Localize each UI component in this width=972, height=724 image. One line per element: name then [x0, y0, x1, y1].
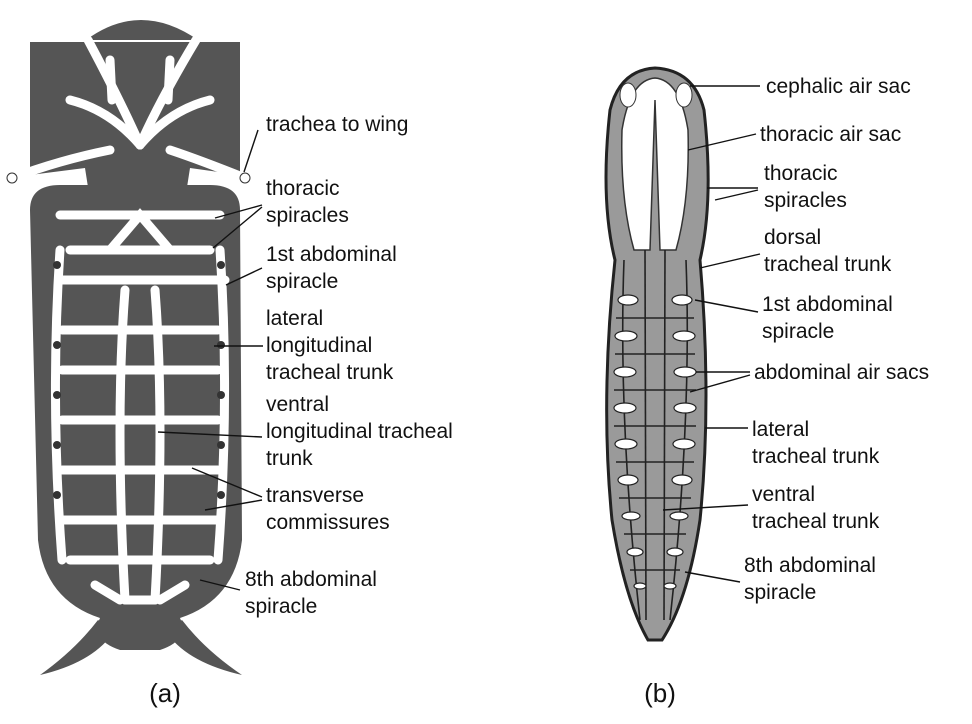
label-b-1st-abdominal-spiracle: 1st abdominal spiracle — [762, 293, 899, 343]
label-lateral-longitudinal-tracheal-trunk: lateral longitudinal tracheal trunk — [266, 307, 394, 384]
label-transverse-commissures: transverse commissures — [266, 484, 390, 534]
label-b-ventral-tracheal-trunk: ventral tracheal trunk — [752, 483, 880, 533]
label-cephalic-air-sac: cephalic air sac — [766, 75, 911, 98]
label-ventral-longitudinal-tracheal-trunk: ventral longitudinal tracheal trunk — [266, 393, 459, 470]
label-b-8th-abdominal-spiracle: 8th abdominal spiracle — [744, 554, 882, 604]
caption-b: (b) — [644, 678, 676, 708]
label-b-thoracic-spiracles: thoracic spiracles — [764, 162, 847, 212]
label-thoracic-air-sac: thoracic air sac — [760, 123, 901, 146]
label-dorsal-tracheal-trunk: dorsal tracheal trunk — [764, 226, 892, 276]
label-trachea-to-wing: trachea to wing — [266, 113, 408, 136]
panel-b-labels: cephalic air sac thoracic air sac thorac… — [744, 75, 929, 604]
panel-a-illustration — [7, 20, 250, 675]
panel-a-labels: trachea to wing thoracic spiracles 1st a… — [245, 113, 459, 618]
caption-a: (a) — [149, 678, 181, 708]
label-a-8th-abdominal-spiracle: 8th abdominal spiracle — [245, 568, 383, 618]
label-b-lateral-tracheal-trunk: lateral tracheal trunk — [752, 418, 880, 468]
label-abdominal-air-sacs: abdominal air sacs — [754, 361, 929, 384]
panel-b-illustration — [606, 68, 708, 640]
label-a-1st-abdominal-spiracle: 1st abdominal spiracle — [266, 243, 403, 293]
label-a-thoracic-spiracles: thoracic spiracles — [266, 177, 349, 227]
